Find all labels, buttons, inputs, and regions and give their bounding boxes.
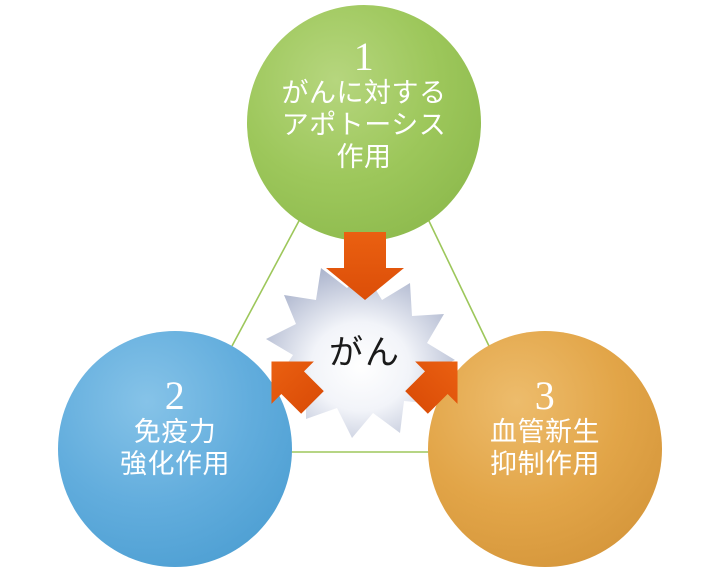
connector-top-to-bottom-right [427, 218, 490, 347]
arrow-left-up-right [271, 361, 324, 414]
node-circle-angiogenesis[interactable] [428, 331, 662, 567]
node-circle-immunity[interactable] [58, 331, 292, 567]
connector-top-to-bottom-left [231, 218, 301, 347]
node-circle-apoptosis[interactable] [247, 5, 481, 241]
arrow-right-up-left [405, 361, 458, 414]
arrow-top-down [326, 232, 404, 300]
connector-lines [231, 218, 490, 453]
